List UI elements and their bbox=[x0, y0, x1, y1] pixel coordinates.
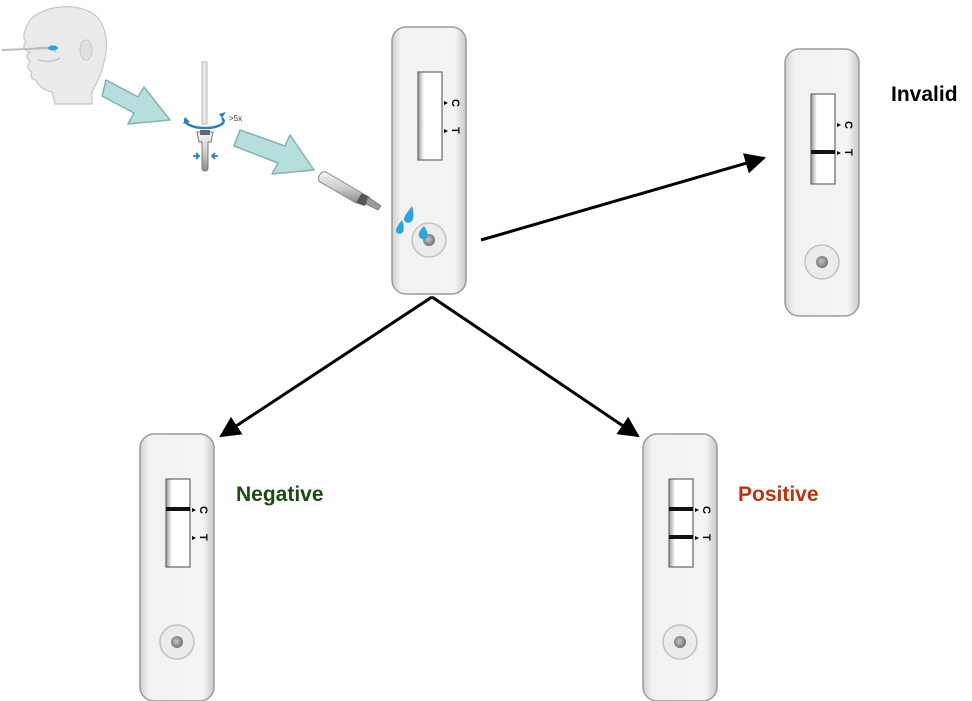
sample-well bbox=[171, 636, 183, 648]
arrow-to-negative bbox=[219, 295, 433, 438]
test-line bbox=[669, 535, 693, 539]
flow-arrows bbox=[219, 153, 767, 438]
test-mark: T bbox=[449, 127, 461, 134]
result-label-negative: Negative bbox=[236, 483, 324, 506]
result-label-invalid: Invalid bbox=[891, 83, 958, 106]
control-mark: C bbox=[197, 506, 209, 514]
sample-well bbox=[816, 256, 828, 268]
sample-well bbox=[674, 636, 686, 648]
control-mark: C bbox=[449, 99, 461, 107]
step-arrow-2-icon bbox=[233, 129, 315, 175]
test-mark: T bbox=[197, 534, 209, 541]
control-line bbox=[669, 507, 693, 511]
test-line bbox=[811, 150, 835, 154]
rotation-note: >5x bbox=[229, 114, 242, 123]
result-window bbox=[417, 71, 443, 161]
dropper-icon bbox=[317, 171, 382, 211]
control-mark: C bbox=[842, 121, 854, 129]
test-cassette-invalid: C T bbox=[784, 48, 860, 317]
step-arrow-1-icon bbox=[101, 79, 171, 125]
result-label-positive: Positive bbox=[738, 483, 819, 506]
test-mark: T bbox=[842, 149, 854, 156]
test-cassette-main: C T bbox=[391, 26, 467, 295]
arrow-to-invalid bbox=[480, 153, 767, 242]
test-mark: T bbox=[700, 534, 712, 541]
test-cassette-positive: C T bbox=[642, 433, 718, 701]
control-mark: C bbox=[700, 506, 712, 514]
arrow-to-positive bbox=[431, 295, 640, 438]
tube-rotation-icon bbox=[183, 61, 226, 172]
sample-drop-icon bbox=[396, 206, 428, 240]
swab-tip-icon bbox=[48, 45, 58, 51]
swab-stick-icon bbox=[1, 47, 53, 51]
test-cassette-negative: C T bbox=[139, 433, 215, 701]
head-swab-icon bbox=[23, 6, 107, 105]
control-line bbox=[166, 507, 190, 511]
